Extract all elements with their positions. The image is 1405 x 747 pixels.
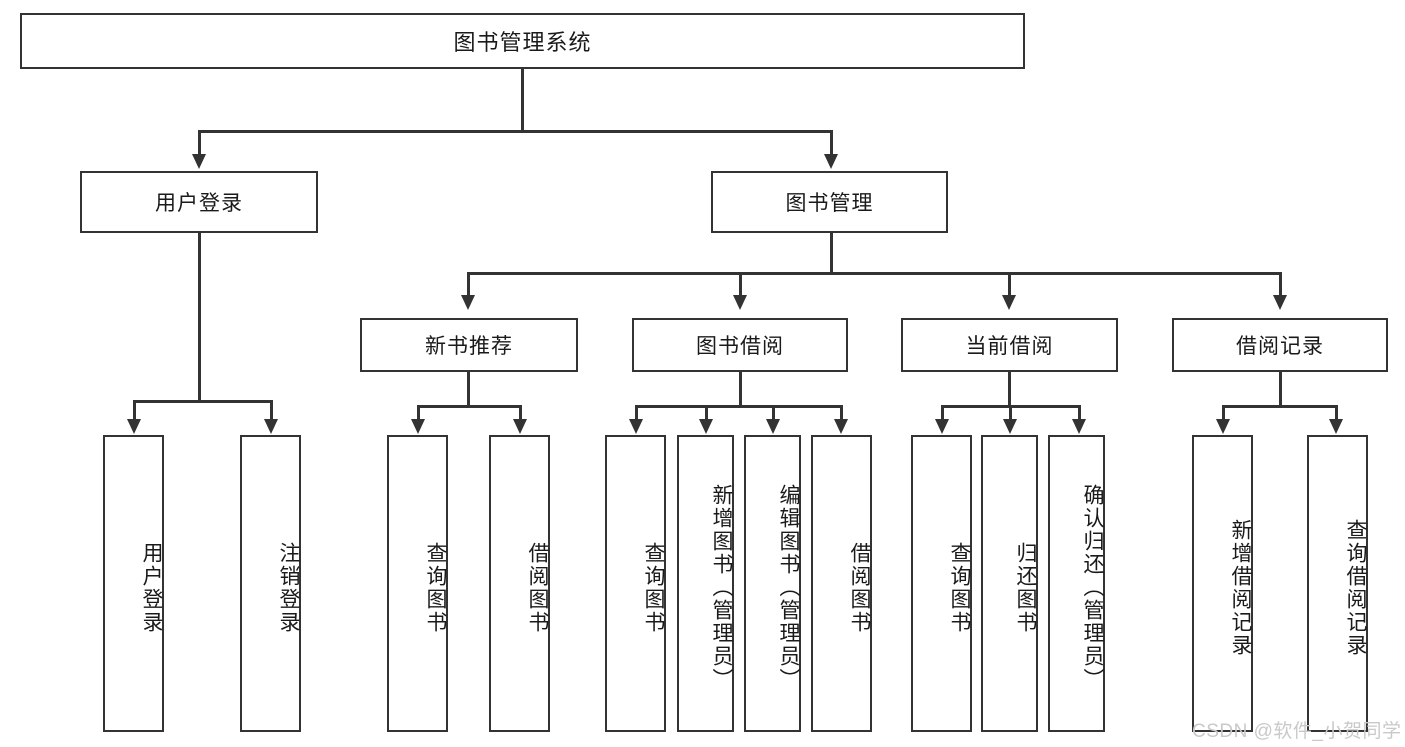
connector-nbr-child-1 — [417, 405, 420, 421]
node-label: 当前借阅 — [965, 335, 1054, 358]
connector-user-login-child-1 — [133, 400, 136, 421]
connector-nbr-stem — [467, 372, 470, 407]
arrowhead-leaf-br-1 — [1216, 419, 1230, 434]
connector-nbr-child-2 — [519, 405, 522, 421]
node-label: 图书借阅 — [696, 335, 784, 358]
leaf-nbr-borrow-book[interactable]: 借阅图书 — [489, 435, 550, 732]
connector-bm-child-3 — [1008, 272, 1011, 297]
node-label: 用户登录 — [155, 192, 243, 215]
arrowhead-leaf-cb-2 — [1003, 419, 1017, 434]
node-label: 新增图书（管理员） — [710, 484, 733, 691]
leaf-cb-query-book[interactable]: 查询图书 — [911, 435, 972, 732]
leaf-bb-add-book-admin[interactable]: 新增图书（管理员） — [677, 435, 734, 732]
connector-root-to-user-login — [198, 130, 201, 156]
connector-cb-child-1 — [941, 405, 944, 421]
leaf-br-query-record[interactable]: 查询借阅记录 — [1307, 435, 1368, 732]
leaf-nbr-query-book[interactable]: 查询图书 — [387, 435, 448, 732]
leaf-bb-edit-book-admin[interactable]: 编辑图书（管理员） — [744, 435, 801, 732]
arrowhead-leaf-nbr-1 — [411, 419, 425, 434]
arrowhead-leaf-bb-2 — [699, 419, 713, 434]
node-label: 查询图书 — [424, 541, 447, 634]
node-current-borrow[interactable]: 当前借阅 — [901, 318, 1118, 372]
node-root-system[interactable]: 图书管理系统 — [20, 13, 1025, 69]
node-label: 查询图书 — [948, 541, 971, 634]
arrowhead-user-login — [192, 154, 206, 169]
node-label: 图书管理 — [785, 192, 874, 215]
arrowhead-leaf-bb-3 — [766, 419, 780, 434]
connector-cb-stem — [1008, 372, 1011, 407]
node-label: 注销登录 — [277, 541, 300, 634]
connector-user-login-bus — [133, 400, 270, 403]
connector-bm-child-1 — [467, 272, 470, 297]
node-label: 借阅记录 — [1236, 335, 1324, 358]
connector-br-stem — [1279, 372, 1282, 407]
arrowhead-leaf-cb-3 — [1072, 419, 1086, 434]
connector-bb-bus — [635, 405, 842, 408]
node-label: 确认归还（管理员） — [1081, 484, 1104, 691]
connector-bb-child-4 — [840, 405, 843, 421]
node-book-borrow[interactable]: 图书借阅 — [632, 318, 848, 372]
connector-user-login-stem — [198, 233, 201, 402]
connector-br-bus — [1222, 405, 1337, 408]
arrowhead-new-book-recommend — [461, 295, 475, 310]
leaf-user-login-logout[interactable]: 注销登录 — [240, 435, 301, 732]
node-label: 查询图书 — [642, 541, 665, 634]
node-borrow-record[interactable]: 借阅记录 — [1172, 318, 1388, 372]
connector-bb-child-2 — [705, 405, 708, 421]
connector-br-child-1 — [1222, 405, 1225, 421]
leaf-cb-confirm-return-admin[interactable]: 确认归还（管理员） — [1048, 435, 1105, 732]
connector-user-login-child-2 — [270, 400, 273, 421]
arrowhead-book-manage — [824, 154, 838, 169]
connector-cb-child-2 — [1009, 405, 1012, 421]
leaf-bb-query-book[interactable]: 查询图书 — [605, 435, 666, 732]
arrowhead-current-borrow — [1002, 295, 1016, 310]
leaf-br-add-record[interactable]: 新增借阅记录 — [1192, 435, 1253, 732]
node-label: 借阅图书 — [848, 541, 871, 634]
connector-bm-child-2 — [739, 272, 742, 297]
connector-cb-child-3 — [1078, 405, 1081, 421]
arrowhead-leaf-nbr-2 — [513, 419, 527, 434]
node-label: 图书管理系统 — [453, 30, 592, 55]
leaf-bb-borrow-book[interactable]: 借阅图书 — [811, 435, 872, 732]
node-new-book-recommend[interactable]: 新书推荐 — [360, 318, 578, 372]
connector-nbr-bus — [417, 405, 522, 408]
leaf-cb-return-book[interactable]: 归还图书 — [981, 435, 1038, 732]
arrowhead-borrow-record — [1273, 295, 1287, 310]
node-label: 新增借阅记录 — [1229, 518, 1252, 657]
connector-root-to-book-manage — [830, 130, 833, 156]
node-user-login[interactable]: 用户登录 — [80, 171, 318, 233]
connector-book-manage-bus — [467, 272, 1281, 275]
node-label: 编辑图书（管理员） — [777, 484, 800, 691]
arrowhead-leaf-br-2 — [1329, 419, 1343, 434]
connector-bb-child-3 — [772, 405, 775, 421]
arrowhead-leaf-bb-1 — [629, 419, 643, 434]
connector-root-bus — [198, 130, 832, 133]
csdn-watermark: CSDN @软件_小贺同学 — [1192, 721, 1402, 742]
connector-root-stem — [521, 69, 524, 132]
arrowhead-leaf-user-login-1 — [127, 419, 141, 434]
connector-bm-child-4 — [1279, 272, 1282, 297]
connector-br-child-2 — [1335, 405, 1338, 421]
arrowhead-leaf-bb-4 — [834, 419, 848, 434]
connector-bb-stem — [739, 372, 742, 407]
arrowhead-leaf-user-login-2 — [264, 419, 278, 434]
node-label: 借阅图书 — [526, 541, 549, 634]
connector-bb-child-1 — [635, 405, 638, 421]
arrowhead-leaf-cb-1 — [935, 419, 949, 434]
node-label: 用户登录 — [140, 541, 163, 634]
arrowhead-book-borrow — [733, 295, 747, 310]
node-book-management[interactable]: 图书管理 — [711, 171, 948, 233]
leaf-user-login-login[interactable]: 用户登录 — [103, 435, 164, 732]
connector-book-manage-stem — [830, 233, 833, 274]
node-label: 新书推荐 — [425, 335, 513, 358]
node-label: 查询借阅记录 — [1344, 518, 1367, 657]
node-label: 归还图书 — [1014, 541, 1037, 634]
